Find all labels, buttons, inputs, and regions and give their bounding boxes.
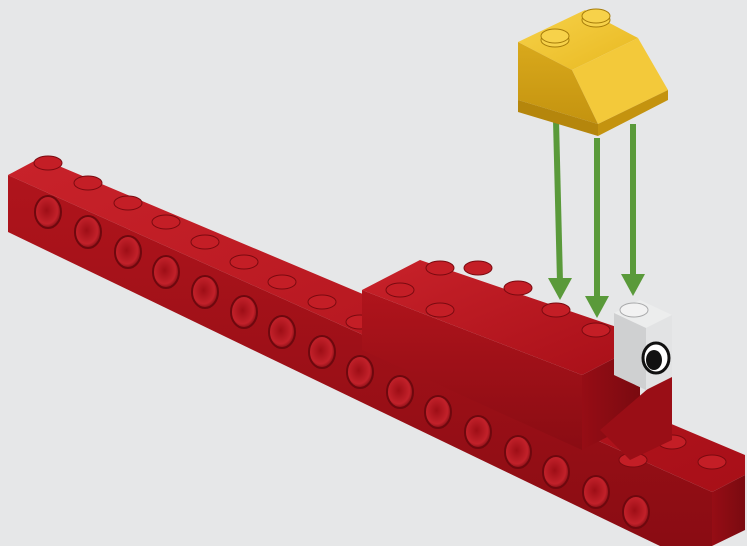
yellow-studs [540, 8, 611, 48]
placement-arrows [548, 119, 645, 318]
beam-holes [34, 195, 650, 529]
gray-technic-brick [614, 300, 672, 390]
beam-studs [33, 155, 727, 470]
stack-studs [385, 260, 611, 338]
yellow-slope-brick [518, 8, 668, 136]
